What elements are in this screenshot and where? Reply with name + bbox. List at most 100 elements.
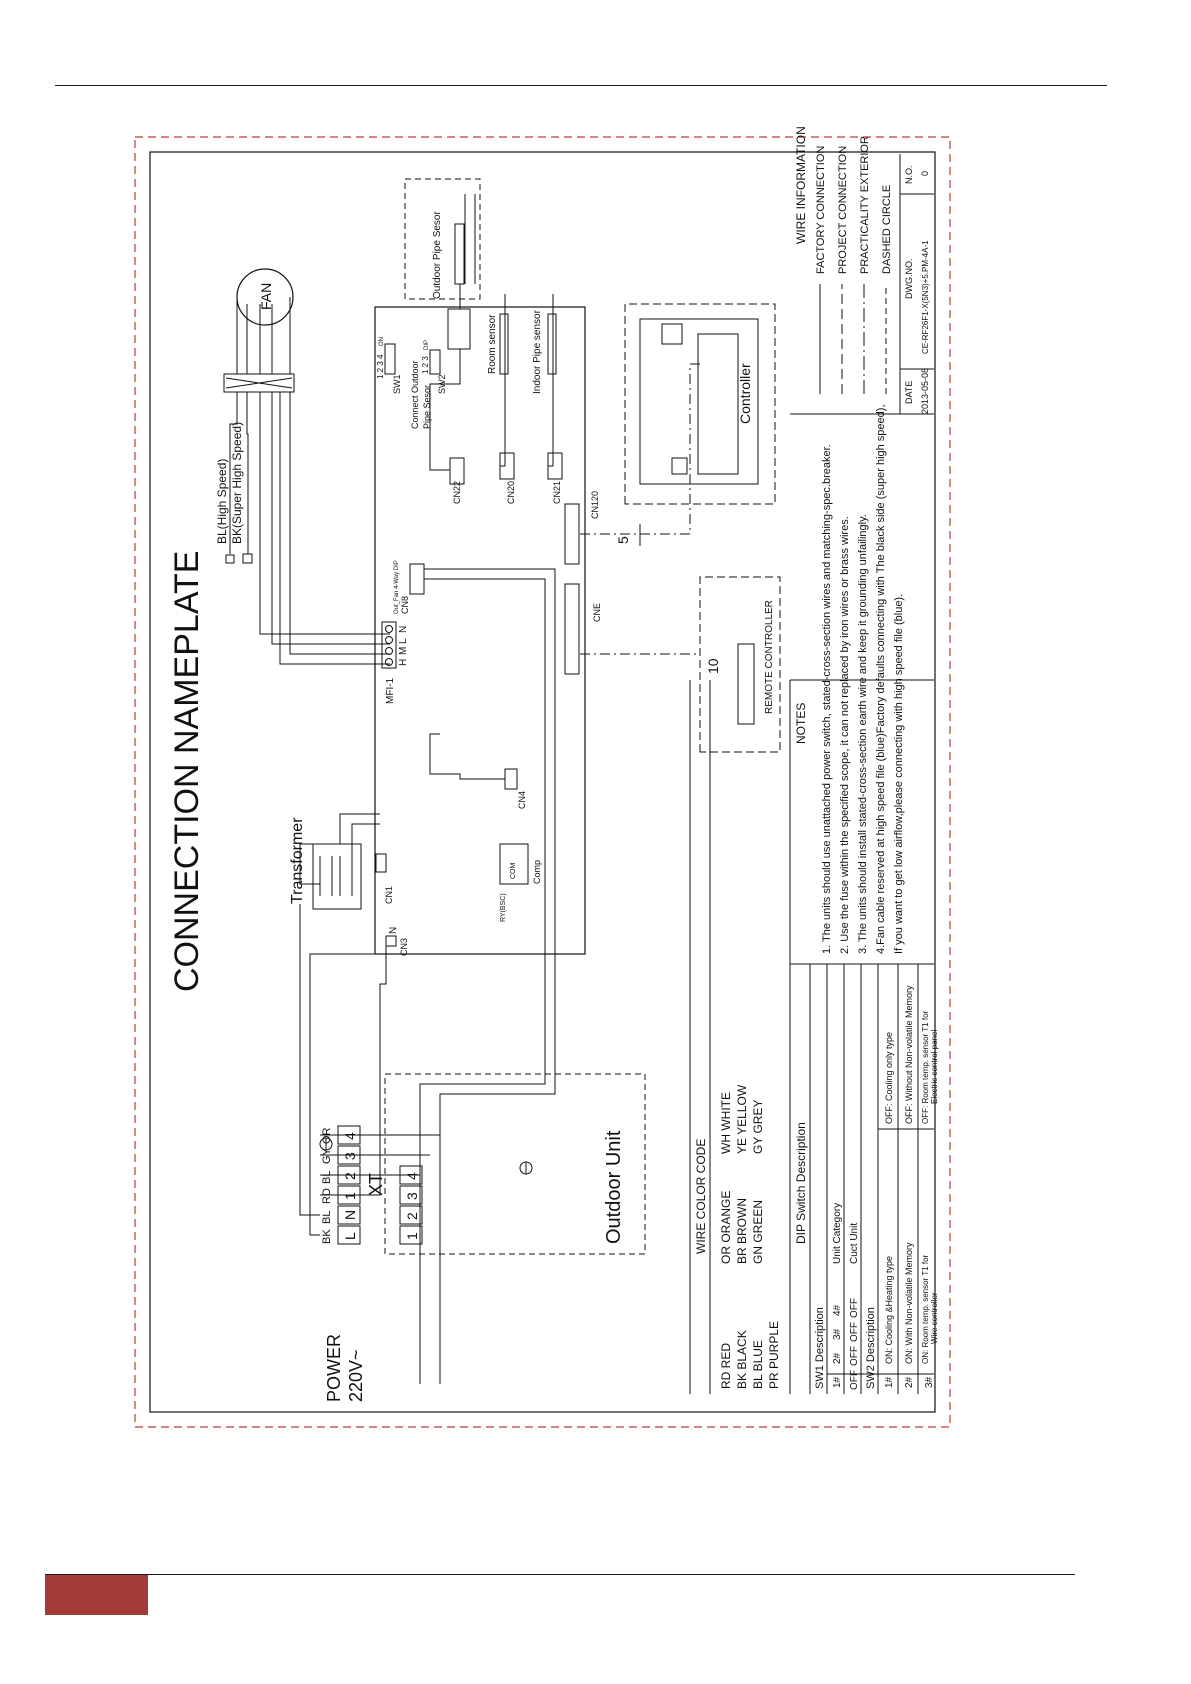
outdoor-unit: 1 2 3 4 Outdoor Unit [384,1073,646,1255]
xt-pin-1: 1 [342,1192,358,1200]
mfi-pin-l: L [398,638,409,644]
sw2-row3-off-1: OFF: Room temp. sensor T1 for [921,1010,930,1124]
comp-relay [499,843,529,885]
cable-10: 10 [705,658,721,674]
connect-outdoor-line1: Connect Outdoor [410,360,420,429]
no-label: N.O. [904,165,914,184]
remote-controller-box [699,576,781,753]
ground-icon [319,1137,333,1151]
mfi-pin-m: M [398,647,409,655]
wire-color-code: WIRE COLOR CODE RD RED BK BLACK BL BLUE … [689,680,781,1394]
xt-pin-2: 2 [342,1172,358,1180]
sw2-row3-on-2: Wire controller [930,1292,939,1344]
power-label: POWER [324,1334,344,1402]
outdoor-pin-3: 3 [404,1192,420,1200]
sw2-row1-off: OFF: Cooling only type [884,1032,894,1124]
cn3-label: CN3 [399,938,409,956]
cn21-label: CN21 [552,481,562,504]
sw2-switch [429,349,441,375]
sw1-head-4: 4# [832,1304,843,1316]
remote-controller-connector [737,643,755,725]
dip-switch-description: DIP Switch Description SW1 Description 1… [789,680,939,1394]
cn8-connector [409,563,425,595]
outdoor-unit-label: Outdoor Unit [603,1130,625,1244]
xt-label: XT [366,1173,386,1196]
sw1-head-2: 2# [832,1352,843,1364]
cn20-label: CN20 [506,481,516,504]
fan-wire-super-high: BK(Super High Speed) [230,422,244,544]
room-sensor-label: Room sensor [487,314,498,374]
cn120-label: CN120 [590,491,600,519]
sw1-head-3: 3# [832,1328,843,1340]
color-or: OR ORANGE [719,1191,733,1264]
sw2-dip: DIP [424,340,430,350]
sw1-val-1: OFF [849,1370,860,1390]
dwg-value: CE-RF26F1-X(5N3)+5.PM-4A-1 [921,240,930,354]
color-gy: GY GREY [751,1100,765,1154]
outdoor-pipe-sensor-label: Outdoor Pipe Sesor [432,211,443,299]
wire-info-project: PROJECT CONNECTION [837,146,849,274]
mfi-pin-n: N [398,626,409,633]
sw2-row3-on-1: ON: Room temp. sensor T1 for [921,1254,930,1364]
color-bk: BK BLACK [735,1330,749,1389]
sw1-desc-title: SW1 Description [814,1307,826,1389]
mfi-pin-h: H [398,659,409,666]
fan-wire-high: BL(High Speed) [215,459,229,544]
outdoor-pin-4: 4 [404,1172,420,1180]
color-gn: GN GREEN [751,1200,765,1264]
sw2-row2-num: 2# [904,1376,915,1388]
sw1-head-1: 1# [832,1376,843,1388]
cne-label: CNE [592,603,602,622]
wire-color-code-title: WIRE COLOR CODE [694,1139,708,1254]
cne-connector [564,583,580,675]
sw1-pins: 1 2 3 4 [376,354,385,379]
sw2-row3-num: 3# [924,1376,935,1388]
color-br: BR BROWN [735,1198,749,1264]
transformer-label: Transformer [289,817,306,904]
cn22-label: CN22 [452,481,462,504]
sw1-cat-label: Unit Category [832,1203,843,1264]
sw1-val-4: OFF [849,1298,860,1318]
wire-information: WIRE INFORMATION FACTORY CONNECTION PROJ… [790,126,934,681]
cn1-connector [375,853,387,873]
cn3-pin: N [388,927,399,934]
sw1-val-2: OFF [849,1346,860,1366]
drawing-content: CONNECTION NAMEPLATE FAN BL(High Speed) … [168,126,939,1402]
cn8-label: CN8 [400,596,410,614]
ground-icon [519,1161,533,1175]
xt-wire-rd: RD [321,1188,333,1204]
comp-label: Comp [532,860,542,884]
inner-border [149,151,936,1413]
sw2-row3-off-2: Electric control panel [930,1030,939,1104]
wire-info-factory: FACTORY CONNECTION [815,146,827,274]
indoor-pipe-sensor: Indoor Pipe sensor [532,294,557,467]
sw1-on: ON [379,337,385,346]
cn4-connector [504,768,518,790]
ry-label: RY(BSC) [500,893,507,922]
xt-pin-l: L [342,1232,358,1240]
no-value: 0 [920,171,930,176]
xt-pin-4: 4 [342,1132,358,1140]
wire-info-title: WIRE INFORMATION [794,126,808,244]
controller-label: Controller [737,363,753,424]
color-rd: RD RED [719,1343,733,1389]
connect-outdoor-line2: Pipe Sesor [422,385,432,429]
xt-wire-bl2: BL [321,1171,333,1184]
dip-title: DIP Switch Description [794,1122,808,1244]
sw2-desc-title: SW2 Description [865,1307,877,1389]
color-bl: BL BLUE [751,1340,765,1389]
date-value: 2013-05-08 [920,368,930,414]
cn4-label: CN4 [517,791,527,809]
outdoor-pipe-sensor: Outdoor Pipe Sesor [404,178,481,300]
outdoor-pin-1: 1 [404,1232,420,1240]
cn8-note: Out_Fan 4-Way DIP [394,560,400,614]
note-2: 2. Use the fuse within the specified sco… [839,516,851,954]
sw1-switch [384,343,396,375]
sw2-row2-on: ON: With Non-volatile Memory [904,1242,914,1364]
diagram-title: CONNECTION NAMEPLATE [168,551,206,992]
remote-controller-label: REMOTE CONTROLLER [764,600,775,714]
cn3-connector [385,935,397,947]
sw1-val-3: OFF [849,1322,860,1342]
header-rule [55,85,1107,86]
